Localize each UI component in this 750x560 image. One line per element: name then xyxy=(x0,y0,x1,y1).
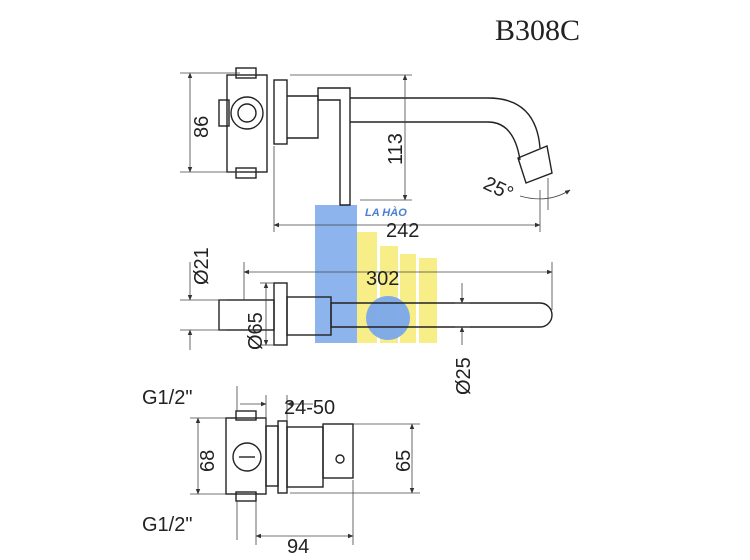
thread-label-bottom: G1/2" xyxy=(142,514,192,536)
dim-68: 68 xyxy=(197,450,219,472)
dim-dia-65: Ø65 xyxy=(245,312,267,350)
wall-plate xyxy=(273,79,288,145)
top-wall-plate xyxy=(273,282,288,346)
spout-outlet xyxy=(517,145,553,184)
bottom-cap-bottom xyxy=(235,491,257,502)
valve-body xyxy=(226,74,268,173)
spout-top-edge xyxy=(350,97,541,149)
bottom-wall-plate xyxy=(277,420,288,494)
bottom-view: G1/2" G1/2" 24-50 68 65 94 xyxy=(142,386,420,558)
lever-handle xyxy=(317,87,351,206)
top-view: Ø21 Ø65 302 Ø25 xyxy=(180,247,553,395)
valve-port xyxy=(230,96,264,130)
dim-dia-21: Ø21 xyxy=(191,247,213,285)
dim-65: 65 xyxy=(393,450,415,472)
dim-242: 242 xyxy=(386,220,419,242)
valve-inlet xyxy=(218,99,230,127)
bottom-valve-body xyxy=(225,417,267,495)
valve-cap-bottom xyxy=(235,167,257,179)
bottom-cap-top xyxy=(235,410,257,421)
dim-94: 94 xyxy=(287,536,309,558)
bottom-port xyxy=(232,442,262,472)
angle-25: 25° xyxy=(480,173,517,206)
model-title: B308C xyxy=(495,14,580,47)
bottom-trim xyxy=(286,426,324,488)
bottom-sleeve xyxy=(265,425,279,487)
spout-bottom-edge xyxy=(350,121,521,161)
valve-trim xyxy=(287,95,319,139)
top-spout xyxy=(330,302,553,328)
dim-86: 86 xyxy=(191,116,213,138)
bottom-screw xyxy=(335,454,345,464)
watermark-text: LA HÀO xyxy=(365,206,407,219)
dim-24-50: 24-50 xyxy=(284,397,335,419)
dim-302: 302 xyxy=(366,268,399,290)
valve-port-inner xyxy=(237,103,257,123)
dim-dia-25: Ø25 xyxy=(453,357,475,395)
thread-label-top: G1/2" xyxy=(142,387,192,409)
bottom-handle xyxy=(322,423,354,479)
dim-113: 113 xyxy=(385,133,407,165)
